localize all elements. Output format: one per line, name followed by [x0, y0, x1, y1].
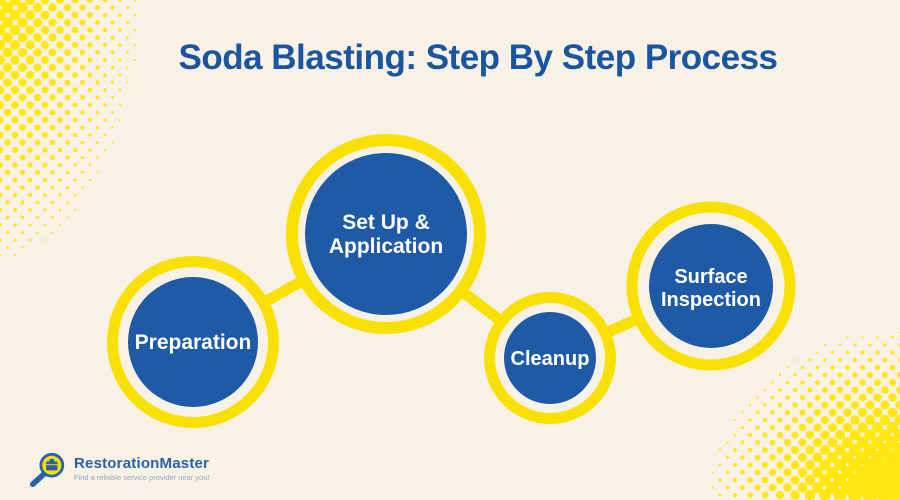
surface-inspection-label-line2: Inspection — [661, 289, 761, 311]
halftone-bottom-right — [711, 328, 900, 500]
logo-name: RestorationMaster — [74, 455, 210, 473]
surface-inspection-circle — [649, 224, 773, 348]
setup-circle — [305, 153, 467, 315]
restorationmaster-logo[interactable]: RestorationMaster Find a reliable servic… — [28, 450, 209, 488]
step-circle-preparation: Preparation — [107, 256, 279, 428]
halftone-top-left — [0, 0, 137, 257]
preparation-label: Preparation — [135, 331, 252, 354]
step-circle-setup-application: Set Up & Application — [286, 134, 486, 334]
preparation-circle — [128, 277, 258, 407]
step-circle-surface-inspection: Surface Inspection — [626, 201, 796, 371]
logo-text: RestorationMaster Find a reliable servic… — [74, 456, 209, 482]
magnifier-icon — [29, 452, 65, 488]
page-title: Soda Blasting: Step By Step Process — [178, 38, 778, 77]
cleanup-circle — [504, 312, 596, 404]
setup-label-line1: Set Up & — [342, 211, 430, 234]
cleanup-label: Cleanup — [511, 348, 590, 370]
surface-inspection-label-line1: Surface — [674, 266, 747, 288]
step-circle-cleanup: Cleanup — [484, 292, 616, 424]
setup-label-line2: Application — [329, 235, 443, 258]
logo-tagline: Find a reliable service provider near yo… — [74, 472, 210, 482]
